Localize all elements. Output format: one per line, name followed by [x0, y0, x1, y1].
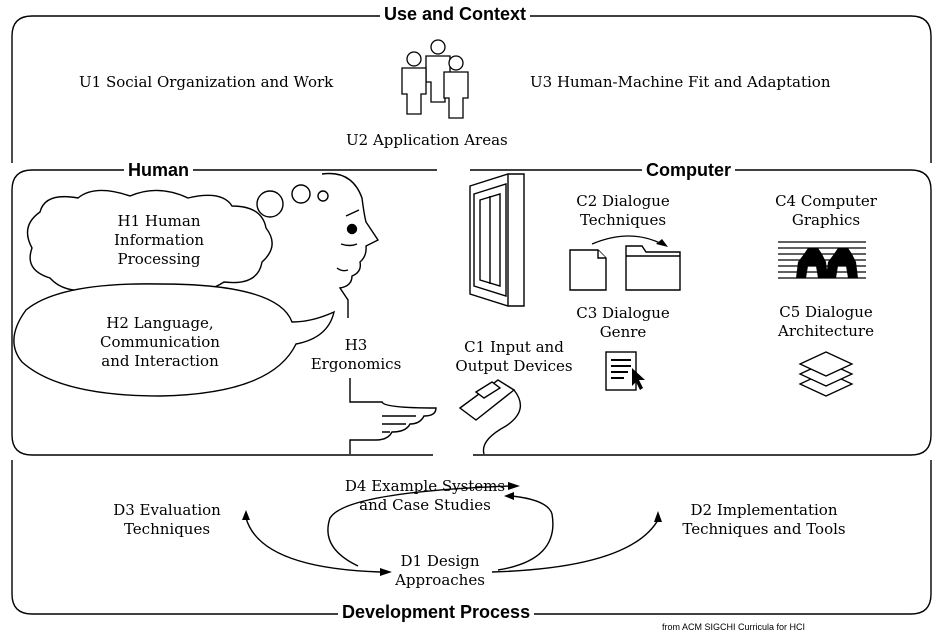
form-cursor-icon — [605, 351, 645, 391]
c5-label: C5 Dialogue Architecture — [766, 303, 886, 341]
h2-label: H2 Language, Communication and Interacti… — [80, 314, 240, 371]
transfer-arrow — [591, 235, 663, 245]
h2-line-2: Communication — [100, 333, 220, 351]
human-header: Human — [124, 160, 194, 180]
c5-line-2: Architecture — [778, 322, 874, 340]
speech-bubble-icon — [13, 283, 336, 397]
h3-line-2: Ergonomics — [310, 355, 402, 373]
monitor-icon — [469, 173, 525, 307]
d2-label: D2 Implementation Techniques and Tools — [672, 501, 856, 539]
h2-line-1: H2 Language, — [106, 314, 214, 332]
c3-line-2: Genre — [599, 323, 647, 341]
d3-label: D3 Evaluation Techniques — [108, 501, 226, 539]
c3-label: C3 Dialogue Genre — [566, 304, 680, 342]
c2-label: C2 Dialogue Techniques — [566, 192, 680, 230]
layers-icon — [798, 351, 854, 397]
c5-line-1: C5 Dialogue — [779, 303, 873, 321]
c4-label: C4 Computer Graphics — [766, 192, 886, 230]
d4-label: D4 Example Systems and Case Studies — [340, 477, 510, 515]
use-context-header: Use and Context — [380, 4, 531, 24]
mouse-icon — [458, 379, 522, 455]
head-profile-icon — [321, 172, 380, 318]
u1-label: U1 Social Organization and Work — [79, 73, 334, 91]
c1-line-2: Output Devices — [455, 357, 573, 375]
c3-line-1: C3 Dialogue — [576, 304, 670, 322]
graphics-icon — [778, 241, 866, 279]
thought-cloud-icon — [26, 184, 329, 296]
d2-line-1: D2 Implementation — [690, 501, 838, 519]
computer-header: Computer — [642, 160, 735, 180]
c4-line-1: C4 Computer — [775, 192, 877, 210]
u2-label: U2 Application Areas — [346, 131, 508, 149]
folder-icon — [625, 245, 681, 291]
source-credit: from ACM SIGCHI Curricula for HCI — [662, 622, 806, 632]
c1-label: C1 Input and Output Devices — [448, 338, 580, 376]
c2-line-2: Techniques — [579, 211, 667, 229]
u3-label: U3 Human-Machine Fit and Adaptation — [530, 73, 831, 91]
d1-line-1: D1 Design — [400, 552, 480, 570]
h2-line-3: and Interaction — [101, 352, 219, 370]
d1-line-2: Approaches — [395, 571, 485, 589]
h1-label: H1 Human Information Processing — [84, 212, 234, 269]
d4-line-2: and Case Studies — [359, 496, 491, 514]
development-header: Development Process — [338, 602, 535, 622]
d3-line-2: Techniques — [123, 520, 211, 538]
d2-line-2: Techniques and Tools — [682, 520, 846, 538]
document-icon — [569, 249, 607, 291]
c2-line-1: C2 Dialogue — [576, 192, 670, 210]
h3-label: H3 Ergonomics — [306, 336, 406, 374]
h1-line-1: H1 Human — [117, 212, 201, 230]
c1-line-1: C1 Input and — [464, 338, 564, 356]
h3-line-1: H3 — [344, 336, 368, 354]
d4-line-1: D4 Example Systems — [344, 477, 506, 495]
pointing-hand-icon — [349, 378, 437, 454]
h1-line-2: Information — [113, 231, 205, 249]
human-computer-frame — [11, 169, 932, 456]
people-icon — [401, 39, 469, 119]
c4-line-2: Graphics — [791, 211, 861, 229]
h1-line-3: Processing — [117, 250, 201, 268]
development-arrows — [245, 485, 659, 573]
d3-line-1: D3 Evaluation — [113, 501, 221, 519]
d1-label: D1 Design Approaches — [380, 552, 500, 590]
